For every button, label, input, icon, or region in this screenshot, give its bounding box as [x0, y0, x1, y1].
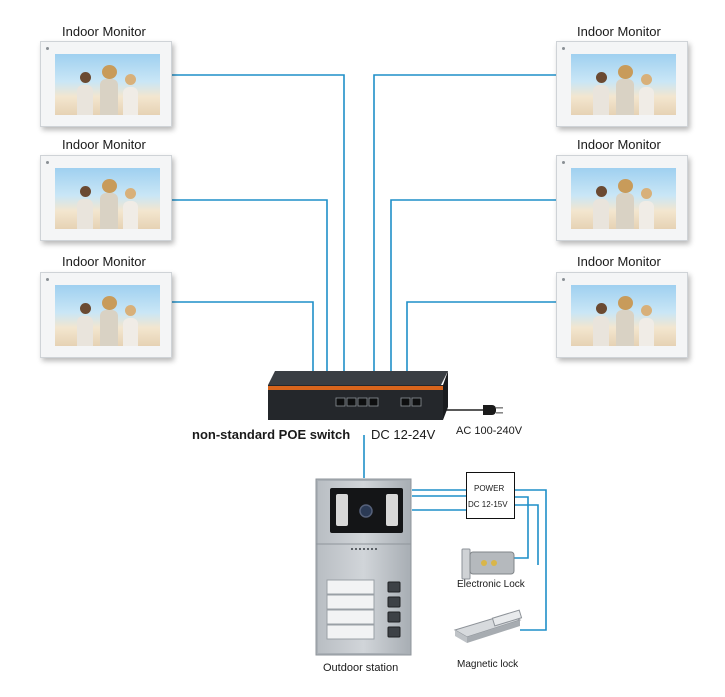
power-voltage-label: DC 12-15V — [468, 500, 508, 509]
indoor-monitor-right-3 — [556, 272, 688, 358]
indoor-monitor-left-2 — [40, 155, 172, 241]
camera-dot-icon — [46, 161, 49, 164]
outdoor-station-label: Outdoor station — [323, 662, 399, 674]
cable-monitor-right-2 — [390, 199, 556, 395]
monitor-screen-image — [55, 54, 160, 115]
power-supply-box — [466, 472, 515, 519]
indoor-monitor-left-3 — [40, 272, 172, 358]
monitor-screen-image — [55, 285, 160, 346]
electronic-lock-label: Electronic Lock — [457, 579, 525, 590]
cable-monitor-left-2 — [172, 199, 328, 395]
cable-monitor-right-3 — [406, 301, 556, 395]
switch-label: non-standard POE switch — [192, 427, 351, 442]
switch-power-label: DC 12-24V — [371, 427, 436, 442]
name-plate-3 — [326, 609, 375, 625]
switch-stripe — [268, 386, 443, 390]
magnetic-lock-label: Magnetic lock — [457, 659, 519, 670]
name-plate-2 — [326, 594, 375, 610]
ac-plug-icon — [483, 405, 503, 415]
monitor-label-left-1: Indoor Monitor — [62, 24, 146, 39]
monitor-label-left-2: Indoor Monitor — [62, 137, 146, 152]
uplink-port-2 — [411, 397, 422, 407]
monitor-screen-image — [55, 168, 160, 229]
monitor-screen-image — [571, 54, 676, 115]
magnetic-lock-plate — [491, 609, 523, 627]
indoor-monitor-right-1 — [556, 41, 688, 127]
cable-monitor-left-1 — [172, 74, 345, 395]
monitor-label-right-2: Indoor Monitor — [577, 137, 661, 152]
call-button-3 — [387, 611, 401, 623]
cable-monitor-left-3 — [172, 301, 314, 395]
ir-light-left — [336, 494, 348, 526]
switch-top — [268, 371, 448, 385]
camera-dot-icon — [562, 278, 565, 281]
camera-dot-icon — [562, 47, 565, 50]
cable-power-to-electronic-lock — [513, 496, 529, 559]
call-button-2 — [387, 596, 401, 608]
monitor-label-right-1: Indoor Monitor — [577, 24, 661, 39]
name-plate-4 — [326, 624, 375, 640]
monitor-screen-image — [571, 285, 676, 346]
keyhole-icon — [481, 560, 487, 566]
monitor-label-left-3: Indoor Monitor — [62, 254, 146, 269]
camera-dot-icon — [46, 278, 49, 281]
camera-lens-icon — [359, 504, 373, 518]
cable-monitor-right-1 — [373, 74, 556, 395]
ac-label: AC 100-240V — [456, 425, 523, 437]
name-plate-1 — [326, 579, 375, 595]
cable-outdoor-to-elock — [412, 504, 539, 565]
uplink-port-1 — [400, 397, 411, 407]
monitor-screen-image — [571, 168, 676, 229]
camera-dot-icon — [46, 47, 49, 50]
lan-port-2 — [346, 397, 357, 407]
lan-port-4 — [368, 397, 379, 407]
camera-dot-icon — [562, 161, 565, 164]
power-label: POWER — [474, 484, 505, 493]
indoor-monitor-right-2 — [556, 155, 688, 241]
monitor-label-right-3: Indoor Monitor — [577, 254, 661, 269]
lan-port-3 — [357, 397, 368, 407]
lan-port-1 — [335, 397, 346, 407]
indoor-monitor-left-1 — [40, 41, 172, 127]
call-button-4 — [387, 626, 401, 638]
call-button-1 — [387, 581, 401, 593]
speaker-grille — [351, 548, 377, 550]
switch-side — [443, 371, 448, 420]
ir-light-right — [386, 494, 398, 526]
cable-to-magnetic-lock — [515, 489, 547, 631]
